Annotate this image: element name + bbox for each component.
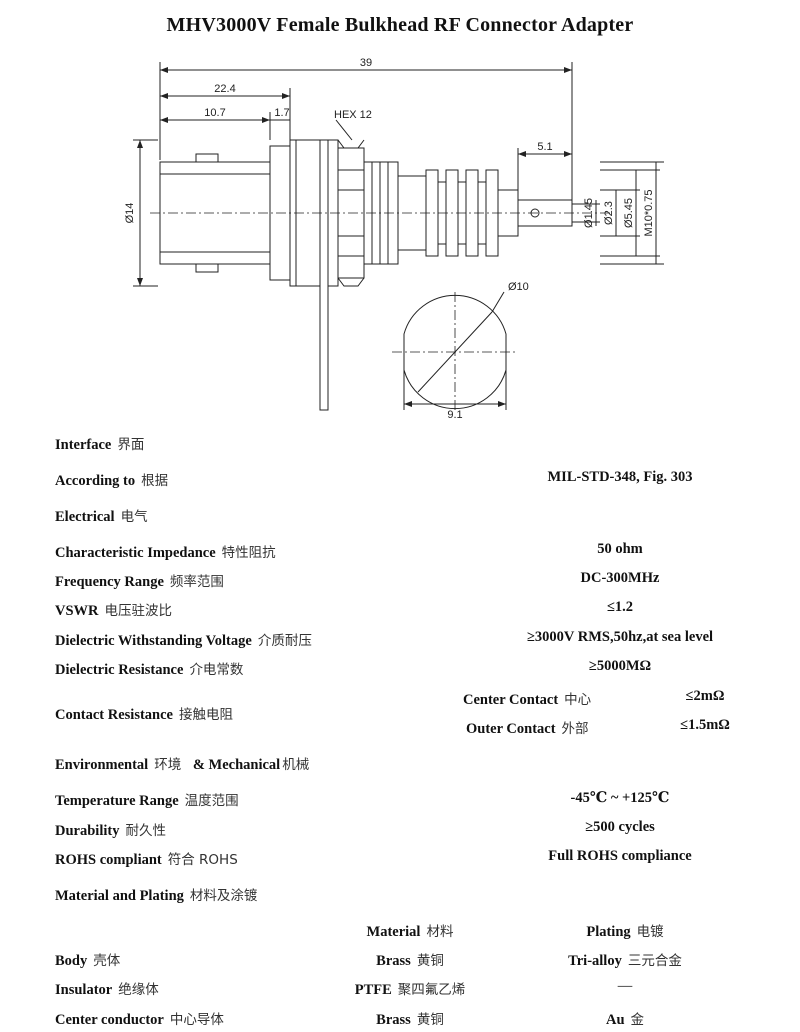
spec-dielectric-resistance-value: ≥5000MΩ (588, 658, 652, 674)
dim-10-7: 10.7 (204, 107, 225, 119)
dim-dia-5-45: Ø5.45 (623, 198, 635, 228)
dim-22-4: 22.4 (214, 83, 235, 95)
dim-1-7: 1.7 (274, 107, 289, 119)
dim-dia-10: Ø10 (508, 281, 529, 293)
dim-5-1: 5.1 (537, 141, 552, 153)
spec-rohs-value: Full ROHS compliance (548, 848, 692, 864)
dim-hex: HEX 12 (334, 109, 372, 121)
dim-dia-14: Ø14 (124, 203, 136, 224)
dim-thread: M10*0.75 (643, 189, 655, 236)
dim-9-1: 9.1 (447, 409, 462, 420)
spec-center-contact-value: ≤2mΩ (685, 688, 725, 704)
dim-dia-1-45: Ø1.45 (583, 198, 595, 228)
spec-frequency-value: DC-300MHz (580, 570, 660, 586)
spec-vswr-value: ≤1.2 (606, 599, 634, 615)
page-title: MHV3000V Female Bulkhead RF Connector Ad… (166, 14, 634, 36)
spec-durability-value: ≥500 cycles (585, 819, 655, 835)
spec-according-to-value: MIL-STD-348, Fig. 303 (547, 469, 693, 485)
connector-drawing: 39 22.4 10.7 1.7 HEX 12 5.1 Ø14 Ø1.45 Ø2… (124, 57, 664, 420)
dim-dia-2-3: Ø2.3 (603, 201, 615, 225)
spec-outer-contact-value: ≤1.5mΩ (680, 717, 730, 733)
spec-impedance-value: 50 ohm (597, 541, 643, 557)
spec-withstanding-voltage-value: ≥3000V RMS,50hz,at sea level (526, 629, 714, 645)
dim-overall-length: 39 (360, 57, 372, 69)
material-row-plating: — (617, 978, 633, 994)
spec-temperature-value: -45℃ ~ +125℃ (570, 790, 670, 806)
